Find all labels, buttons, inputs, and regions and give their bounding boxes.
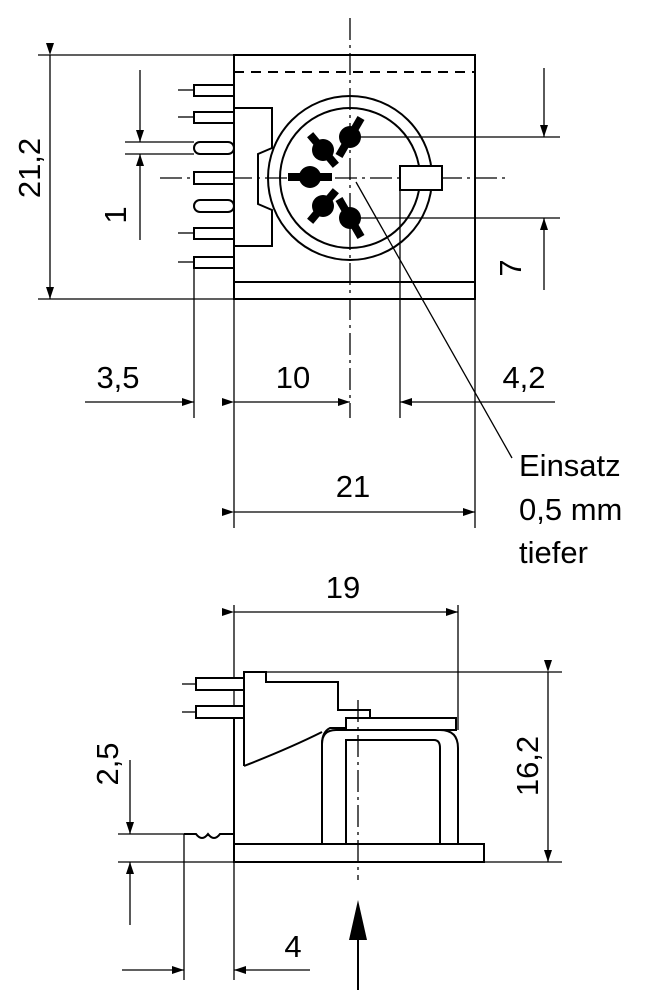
side-view: 19 16,2 2,5 4	[90, 570, 562, 990]
dim-center-to-right: 4,2	[502, 360, 545, 395]
dim-insert-offset: 7	[493, 259, 528, 276]
dim-total-width: 21	[336, 469, 370, 504]
dim-side-width: 19	[326, 570, 360, 605]
base-plate	[233, 843, 485, 863]
dim-pin-pitch: 1	[98, 206, 133, 223]
socket-sleeve-inner	[345, 739, 441, 844]
note-line-1: Einsatz	[519, 448, 621, 483]
top-view: 21,2 1 7 3,5 10 4,2 21 Einsatz 0,5 mm ti…	[12, 18, 622, 570]
terminal-block	[234, 107, 273, 247]
dim-left-pin-offset: 3,5	[96, 360, 139, 395]
pin	[193, 256, 235, 269]
solder-tab	[184, 832, 234, 839]
body-slope	[243, 731, 323, 767]
side-pin	[195, 705, 245, 719]
side-pin	[195, 677, 245, 691]
key-slot	[399, 165, 443, 191]
pin-row	[178, 84, 235, 269]
dim-pin-length: 2,5	[90, 742, 125, 785]
dim-pin-offset: 4	[284, 929, 301, 964]
pin	[193, 227, 235, 240]
din-contacts	[288, 115, 365, 240]
dim-side-height: 16,2	[510, 736, 545, 796]
socket-sleeve	[321, 729, 459, 844]
dim-top-height: 21,2	[12, 138, 47, 198]
body-outline	[233, 671, 371, 844]
pin	[193, 84, 235, 97]
insertion-arrow	[349, 900, 367, 990]
pin	[193, 199, 235, 213]
note-line-3: tiefer	[519, 535, 588, 570]
note-line-2: 0,5 mm	[519, 492, 622, 527]
pin	[193, 141, 235, 155]
dim-left-to-center: 10	[276, 360, 310, 395]
sleeve-flange	[345, 717, 457, 731]
pin	[193, 111, 235, 124]
note-leader	[355, 181, 513, 459]
pin	[193, 171, 235, 185]
